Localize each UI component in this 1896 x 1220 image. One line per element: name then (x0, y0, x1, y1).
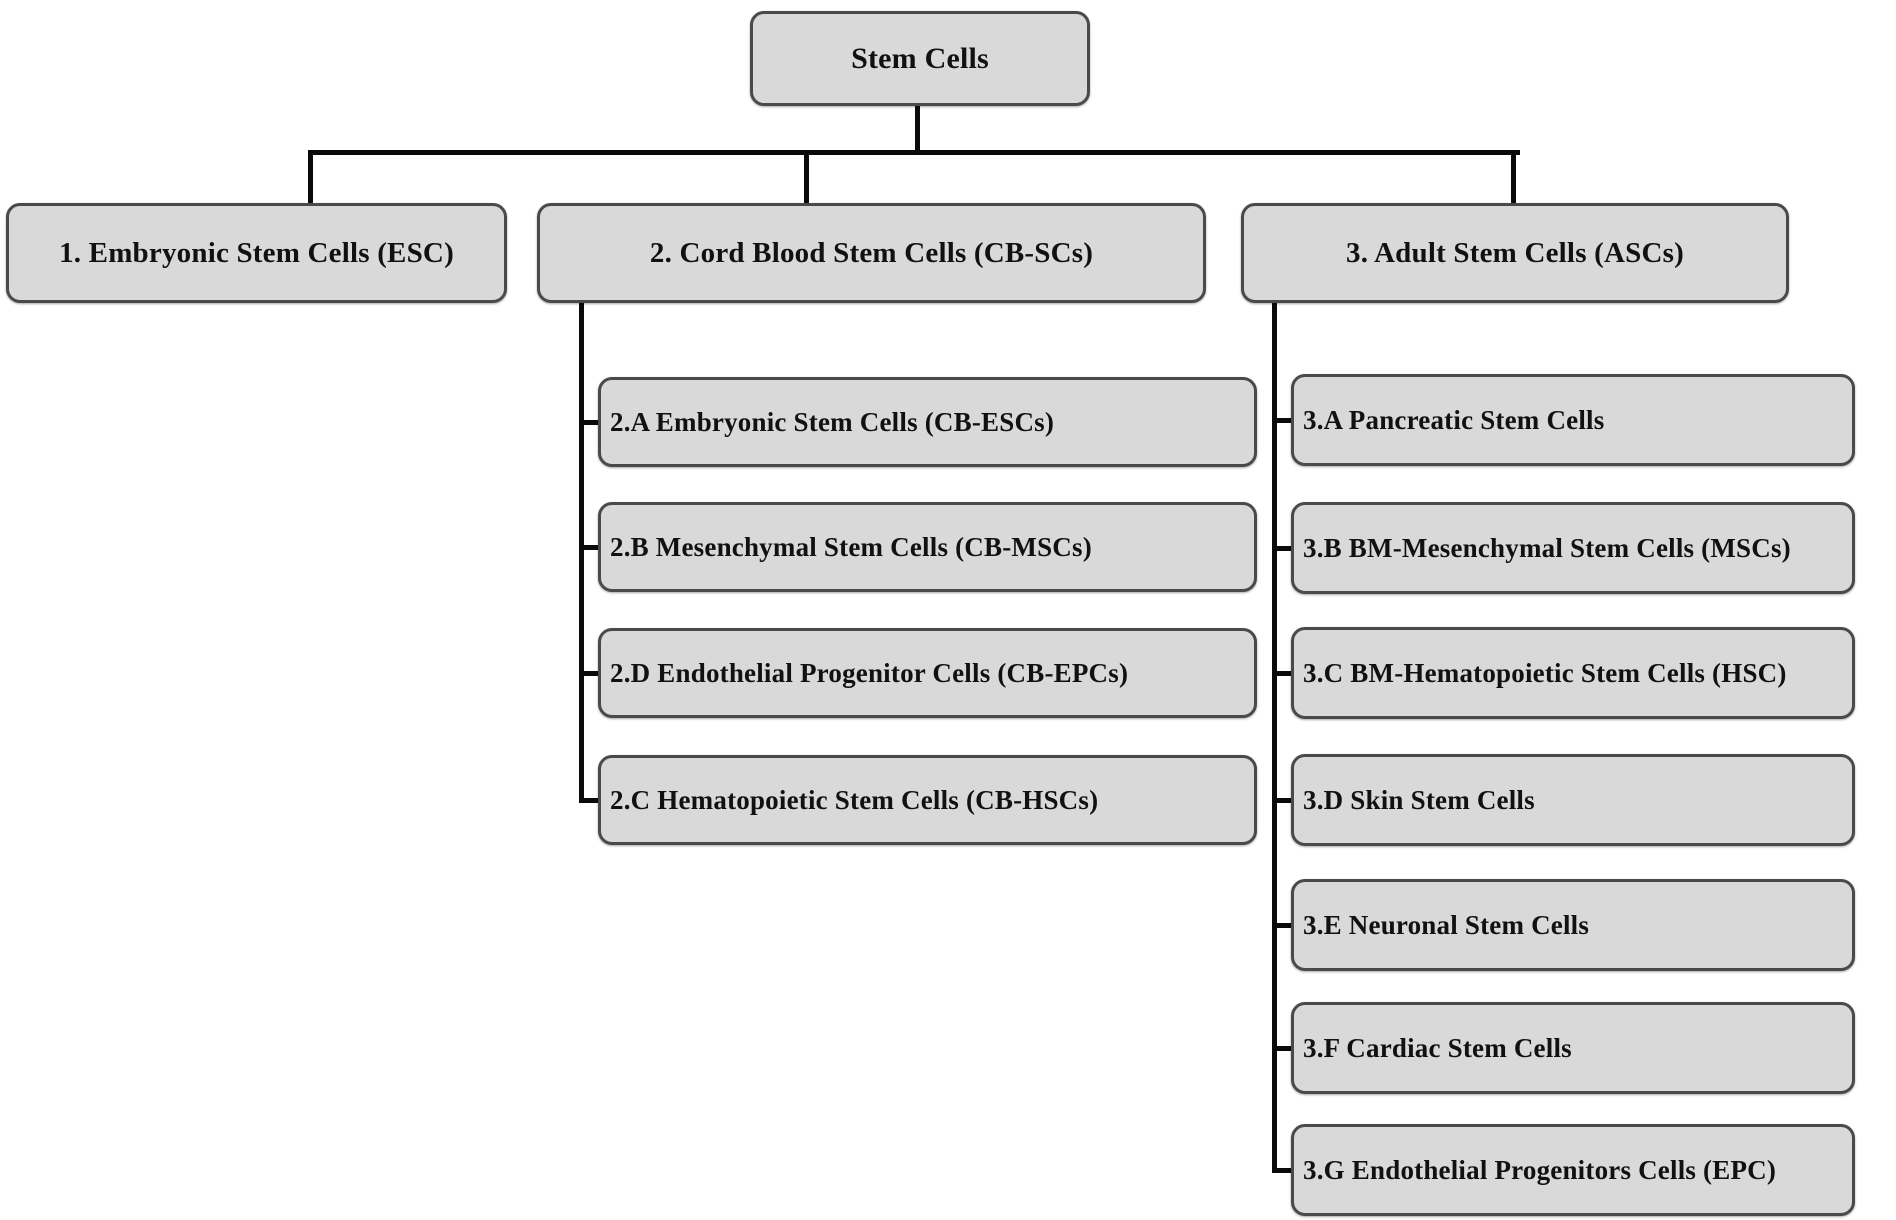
connector-tick-2d (579, 671, 601, 676)
node-3c-label: 3.C BM-Hematopoietic Stem Cells (HSC) (1303, 657, 1787, 688)
node-2b-label: 2.B Mesenchymal Stem Cells (CB-MSCs) (610, 531, 1092, 562)
node-3d-label: 3.D Skin Stem Cells (1303, 784, 1535, 815)
node-2d-label: 2.D Endothelial Progenitor Cells (CB-EPC… (610, 657, 1129, 688)
node-2a-cb-escs: 2.A Embryonic Stem Cells (CB-ESCs) (598, 377, 1257, 467)
node-2d-cb-epcs: 2.D Endothelial Progenitor Cells (CB-EPC… (598, 628, 1257, 718)
node-3b-label: 3.B BM-Mesenchymal Stem Cells (MSCs) (1303, 532, 1791, 563)
node-3d-skin: 3.D Skin Stem Cells (1291, 754, 1855, 846)
node-2c-label: 2.C Hematopoietic Stem Cells (CB-HSCs) (610, 784, 1099, 815)
node-2c-cb-hscs: 2.C Hematopoietic Stem Cells (CB-HSCs) (598, 755, 1257, 845)
connector-tick-3g (1272, 1168, 1294, 1173)
node-3a-label: 3.A Pancreatic Stem Cells (1303, 404, 1605, 435)
node-3e-neuronal: 3.E Neuronal Stem Cells (1291, 879, 1855, 971)
node-embryonic-stem-cells: 1. Embryonic Stem Cells (ESC) (6, 203, 507, 303)
connector-tick-3f (1272, 1046, 1294, 1051)
node-embryonic-stem-cells-label: 1. Embryonic Stem Cells (ESC) (59, 236, 454, 269)
connector-tick-3e (1272, 923, 1294, 928)
connector-main-horizontal (308, 150, 1520, 155)
node-cord-blood-stem-cells: 2. Cord Blood Stem Cells (CB-SCs) (537, 203, 1206, 303)
connector-drop-branch-1 (308, 150, 313, 205)
node-3a-pancreatic: 3.A Pancreatic Stem Cells (1291, 374, 1855, 466)
connector-tick-3b (1272, 546, 1294, 551)
node-adult-stem-cells-label: 3. Adult Stem Cells (ASCs) (1346, 236, 1684, 269)
connector-tick-3c (1272, 671, 1294, 676)
node-3e-label: 3.E Neuronal Stem Cells (1303, 909, 1590, 940)
node-stem-cells: Stem Cells (750, 11, 1090, 106)
connector-drop-branch-2 (804, 150, 809, 205)
node-2a-label: 2.A Embryonic Stem Cells (CB-ESCs) (610, 406, 1055, 437)
connector-branch-2-vertical (579, 300, 584, 803)
connector-tick-2c (579, 798, 601, 803)
connector-root-stem (915, 104, 920, 154)
node-3g-endothelial-progenitors: 3.G Endothelial Progenitors Cells (EPC) (1291, 1124, 1855, 1216)
node-adult-stem-cells: 3. Adult Stem Cells (ASCs) (1241, 203, 1789, 303)
node-stem-cells-label: Stem Cells (851, 41, 989, 75)
connector-tick-3a (1272, 418, 1294, 423)
connector-tick-2b (579, 545, 601, 550)
node-3f-label: 3.F Cardiac Stem Cells (1303, 1032, 1572, 1063)
connector-drop-branch-3 (1511, 150, 1516, 205)
node-3c-bm-hematopoietic: 3.C BM-Hematopoietic Stem Cells (HSC) (1291, 627, 1855, 719)
node-3b-bm-mesenchymal: 3.B BM-Mesenchymal Stem Cells (MSCs) (1291, 502, 1855, 594)
node-2b-cb-mscs: 2.B Mesenchymal Stem Cells (CB-MSCs) (598, 502, 1257, 592)
connector-tick-3d (1272, 798, 1294, 803)
connector-branch-3-vertical (1272, 300, 1277, 1173)
connector-tick-2a (579, 420, 601, 425)
node-3g-label: 3.G Endothelial Progenitors Cells (EPC) (1303, 1154, 1777, 1185)
node-3f-cardiac: 3.F Cardiac Stem Cells (1291, 1002, 1855, 1094)
node-cord-blood-stem-cells-label: 2. Cord Blood Stem Cells (CB-SCs) (649, 236, 1094, 269)
